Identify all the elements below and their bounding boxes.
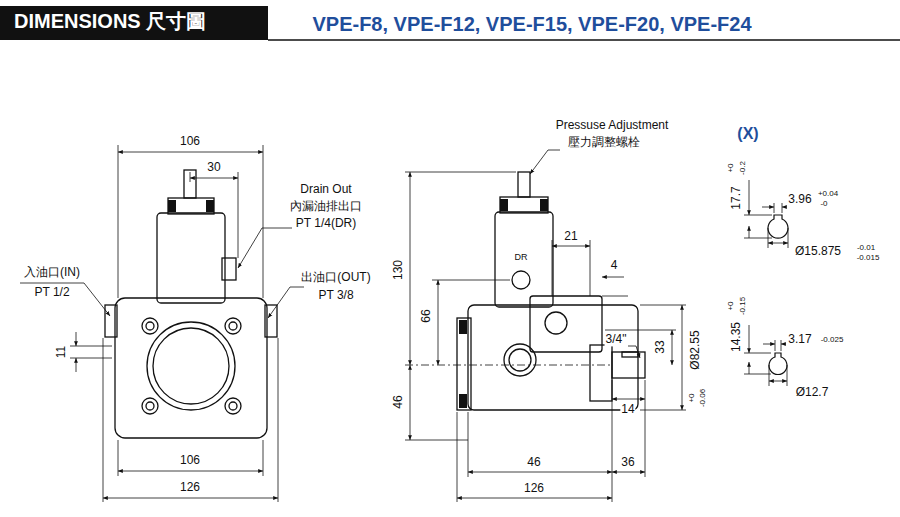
dimension-label: Drain Out (299, 183, 352, 196)
dimension-label: -0.015 (856, 254, 881, 263)
dimension-label: 130 (392, 259, 405, 281)
title-band (0, 6, 268, 40)
shaft-sections (768, 215, 788, 374)
dimension-label: Ø12.7 (795, 386, 830, 399)
dimension-label: 21 (563, 230, 578, 243)
dimension-label: +0 (688, 392, 697, 403)
dimension-label: 46 (392, 394, 405, 409)
dimension-label: 3/4" (605, 333, 628, 346)
dimension-label: 36 (620, 456, 635, 469)
dimension-label: -0 (819, 200, 828, 209)
model-list: VPE-F8, VPE-F12, VPE-F15, VPE-F20, VPE-F… (311, 13, 752, 35)
dimension-label: -0.15 (739, 296, 748, 316)
dimension-label: +0 (727, 300, 736, 311)
dimension-label: 內漏油排出口 (289, 200, 363, 213)
dimension-label: +0.04 (817, 190, 839, 199)
dimension-label: 106 (179, 454, 201, 467)
dimension-label: Ø82.55 (689, 329, 702, 370)
dimension-label: Ø15.875 (794, 245, 842, 258)
dimension-label: 14 (620, 403, 635, 416)
dimension-label: 33 (654, 339, 667, 354)
dimension-label: 出油口(OUT) (300, 271, 371, 284)
dimension-label: 4 (610, 259, 619, 272)
front-dimensions (20, 145, 304, 502)
dimension-label: 106 (179, 135, 201, 148)
dimension-label: DR (514, 253, 529, 263)
dimension-label: 11 (55, 345, 68, 359)
dimension-label: 3.17 (787, 333, 812, 346)
dimension-label: Pressuse Adjustment (555, 119, 670, 132)
dimension-label: PT 1/2 (33, 286, 70, 299)
title: DIMENSIONS 尺寸圖 (14, 10, 206, 32)
dimension-label: 14.35 (730, 321, 743, 353)
dimension-label: 壓力調整螺栓 (567, 136, 641, 149)
knob-hatch (168, 199, 548, 408)
dimension-label: 46 (526, 456, 541, 469)
front-view (105, 170, 277, 438)
dimension-label: 17.7 (730, 185, 743, 210)
dimension-label: -0.06 (699, 388, 708, 408)
dimension-label: 126 (179, 481, 201, 494)
dimension-label: PT 1/4(DR) (295, 217, 357, 230)
shaft-dimensions (744, 180, 788, 386)
dimension-label: 3.96 (787, 193, 812, 206)
dimension-label: 126 (523, 482, 545, 495)
side-dimensions (405, 150, 686, 502)
dimension-label: 入油口(IN) (23, 266, 81, 279)
header-rule (268, 39, 900, 41)
side-view (457, 172, 645, 410)
dimension-label: -0.025 (820, 336, 845, 345)
dimension-label: -0.2 (739, 160, 748, 176)
dimension-label: 66 (420, 308, 433, 323)
dimension-label: +0 (727, 162, 736, 173)
dimension-label: -0.01 (856, 244, 876, 253)
dimension-label: PT 3/8 (317, 289, 354, 302)
dimension-label: 30 (206, 161, 221, 174)
dimension-label: (X) (736, 125, 759, 143)
